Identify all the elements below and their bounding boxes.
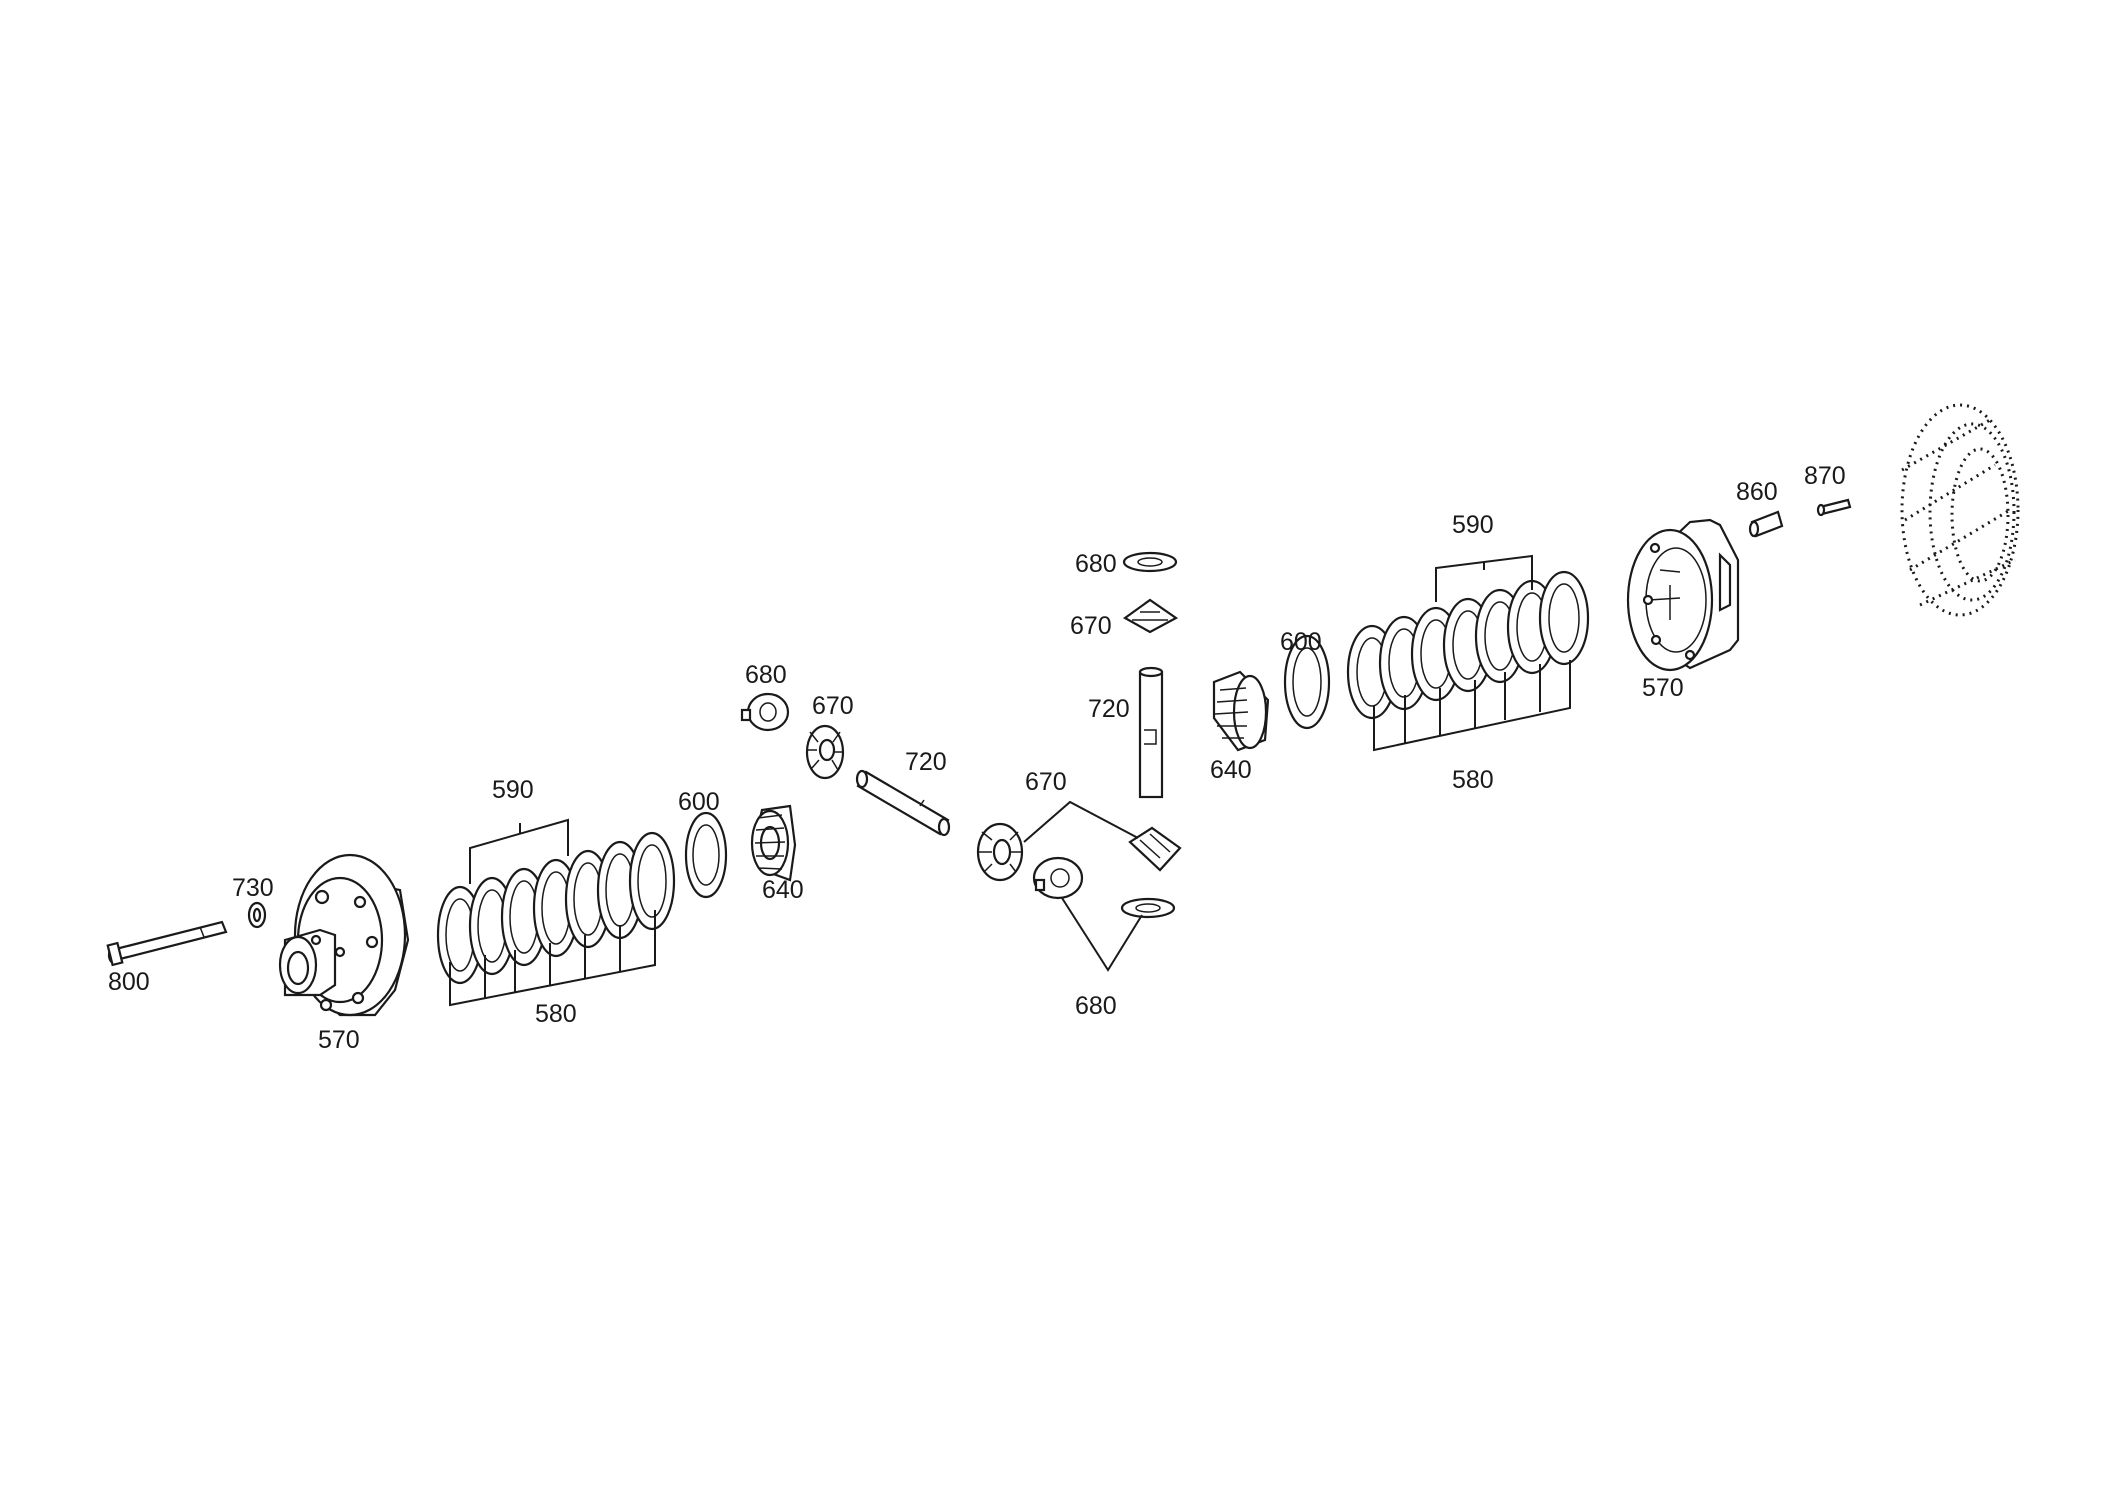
- part-670-pinion-left: [805, 724, 845, 780]
- part-680-washer-mid: [1032, 856, 1084, 900]
- label-640-left: 640: [762, 876, 804, 904]
- label-860: 860: [1736, 478, 1778, 506]
- part-800-bolt: [106, 920, 228, 967]
- label-670-left: 670: [812, 692, 854, 720]
- part-680-washer-top: [1122, 551, 1178, 573]
- label-590-left: 590: [492, 776, 534, 804]
- part-860-sleeve: [1748, 510, 1784, 538]
- part-600-washer-left: [684, 811, 728, 899]
- part-720-pin-left: [855, 769, 951, 837]
- part-640-side-gear-right: [1212, 670, 1270, 752]
- leader-lines: [449, 554, 1571, 1007]
- label-590-right: 590: [1452, 511, 1494, 539]
- part-670-pinion-cone: [1128, 826, 1182, 872]
- part-570-housing-left: [278, 853, 410, 1017]
- label-680-top: 680: [1075, 550, 1117, 578]
- part-640-side-gear-left: [750, 804, 797, 882]
- label-680-left: 680: [745, 661, 787, 689]
- callout-labels: 800 730 570 590 580 600 640 680 670 720 …: [108, 462, 1846, 1054]
- part-720-pin-vertical: [1138, 666, 1164, 799]
- label-800: 800: [108, 968, 150, 996]
- part-590-580-disc-pack-right: [1346, 570, 1590, 720]
- label-570-left: 570: [318, 1026, 360, 1054]
- part-670-pinion-mid: [976, 822, 1024, 882]
- label-870: 870: [1804, 462, 1846, 490]
- label-640-right: 640: [1210, 756, 1252, 784]
- label-600-left: 600: [678, 788, 720, 816]
- label-720-vertical: 720: [1088, 695, 1130, 723]
- label-600-right: 600: [1280, 628, 1322, 656]
- part-600-washer-right: [1283, 634, 1331, 730]
- label-720-left: 720: [905, 748, 947, 776]
- label-580-left: 580: [535, 1000, 577, 1028]
- part-870-pin: [1816, 498, 1852, 517]
- label-680-bottom: 680: [1075, 992, 1117, 1020]
- label-580-right: 580: [1452, 766, 1494, 794]
- part-570-housing-right: [1626, 518, 1740, 672]
- part-680-washer-flat: [1120, 897, 1176, 919]
- ring-gear: [1900, 403, 2020, 617]
- label-730: 730: [232, 874, 274, 902]
- label-670-mid: 670: [1025, 768, 1067, 796]
- part-670-pinion-top: [1122, 598, 1179, 634]
- label-570-right: 570: [1642, 674, 1684, 702]
- label-670-top: 670: [1070, 612, 1112, 640]
- part-730-washer: [247, 901, 267, 929]
- part-590-580-disc-pack-left: [436, 831, 676, 985]
- part-680-washer-left: [740, 692, 790, 732]
